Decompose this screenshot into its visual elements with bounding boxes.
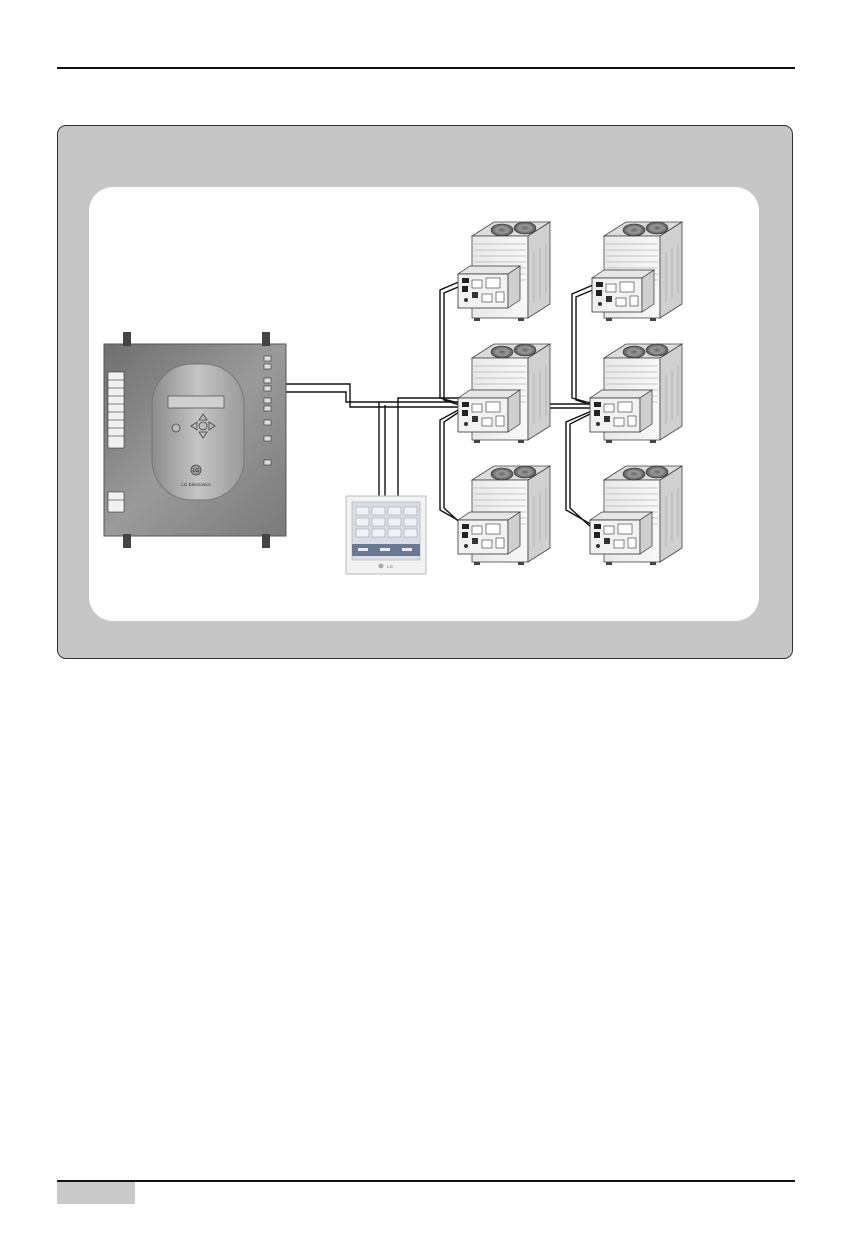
outdoor-unit-4: [592, 222, 682, 321]
outdoor-unit-2: [458, 344, 550, 443]
footer-rule: [57, 1180, 795, 1182]
remote-logo: LG: [387, 564, 394, 569]
controller-logo: LG: [193, 468, 200, 474]
central-controller: LG LG Electronics: [104, 332, 286, 548]
outdoor-unit-5: [590, 344, 682, 443]
page-number-tab: [57, 1182, 135, 1204]
remote-controller: LG: [346, 496, 426, 574]
outdoor-unit-3: [458, 466, 550, 565]
outdoor-unit-6: [590, 466, 682, 565]
communication-cables: [284, 278, 602, 530]
outdoor-unit-1: [458, 222, 550, 321]
controller-brand-text: LG Electronics: [181, 482, 211, 487]
